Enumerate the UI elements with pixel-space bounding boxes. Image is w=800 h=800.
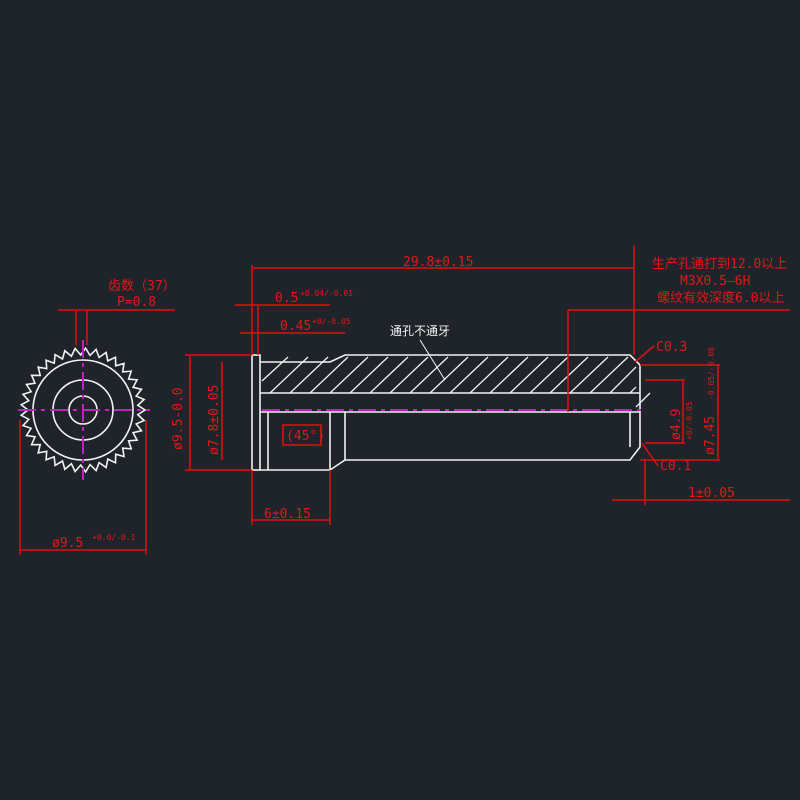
left-outer-dia-label: ø9.5-0.0 — [171, 387, 186, 450]
hatch-line — [261, 356, 289, 382]
hatch-line — [609, 366, 637, 394]
note-thread-depth: 螺纹有效深度6.0以上 — [657, 290, 784, 306]
bore-dia-label: ø4.9 — [669, 409, 684, 440]
hatch-line — [449, 356, 489, 394]
angle-label: (45°) — [286, 429, 325, 444]
chamfer-bottom-label: C0.1 — [660, 459, 691, 474]
knurl-flange — [251, 354, 261, 471]
hatch-line — [289, 356, 329, 394]
hatch-line — [409, 356, 449, 394]
section-hatching — [261, 356, 651, 408]
step1-tol: +0.04/-0.01 — [300, 289, 353, 298]
hatch-line — [629, 386, 637, 394]
tooth-count-label: 齿数（37） — [108, 279, 176, 294]
hatch-line — [429, 356, 469, 394]
note-thread-spec: M3X0.5—6H — [680, 274, 750, 289]
hatch-line — [549, 356, 589, 394]
hatch-line — [349, 356, 389, 394]
hatch-line — [635, 392, 651, 408]
pitch-label: P=0.8 — [117, 295, 156, 310]
chamfer-top-label: C0.3 — [656, 340, 687, 355]
right-dia-label: ø7.45 — [703, 416, 718, 455]
hatch-line — [569, 356, 609, 394]
bore-dia-tol: +0/-0.05 — [685, 401, 694, 440]
hatch-line — [329, 356, 369, 394]
right-dia-tol: -0.05/-0.08 — [707, 347, 716, 400]
knurl-dia-label: ø7.8±0.05 — [207, 385, 222, 455]
angle-box — [282, 424, 322, 446]
step1-label: 0.5 — [275, 291, 298, 306]
outer-dia-label: ø9.5 — [52, 536, 83, 551]
through-note-leader — [419, 339, 446, 381]
gear-end-view — [18, 340, 150, 480]
chamfer-top-leader — [634, 345, 655, 363]
step2-label: 0.45 — [280, 319, 311, 334]
hatch-line — [309, 356, 349, 394]
right-length-label: 1±0.05 — [688, 486, 735, 501]
through-hole-note: 通孔不通牙 — [390, 324, 450, 338]
side-dimensions: 29.8±0.15 0.5 +0.04/-0.01 0.45 +0/-0.05 … — [171, 245, 790, 525]
hatch-line — [469, 356, 509, 394]
body-outline — [260, 354, 641, 471]
hatch-line — [389, 356, 429, 394]
overall-length-label: 29.8±0.15 — [403, 255, 473, 270]
hatch-line — [589, 356, 629, 394]
chamfer-bottom-leader — [641, 442, 659, 467]
hatch-line — [369, 356, 409, 394]
hatch-line — [489, 356, 529, 394]
outer-dia-tol: +0.0/-0.1 — [92, 533, 136, 542]
side-view — [251, 354, 651, 471]
knurl-length-label: 6±0.15 — [264, 507, 311, 522]
hatch-line — [509, 356, 549, 394]
hatch-line — [529, 356, 569, 394]
gear-dimensions: 齿数（37） P=0.8 ø9.5 +0.0/-0.1 — [19, 279, 176, 555]
hatch-line — [269, 356, 309, 394]
note-drill-depth: 生产孔通打到12.0以上 — [652, 257, 787, 272]
step2-tol: +0/-0.05 — [312, 317, 351, 326]
